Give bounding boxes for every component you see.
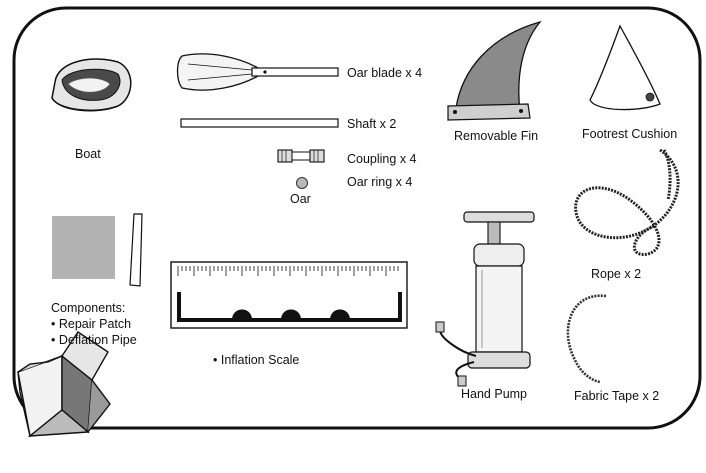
components-item-repair-patch: • Repair Patch bbox=[51, 317, 132, 331]
inflation-scale-icon bbox=[170, 261, 408, 329]
oar-ring-icon bbox=[296, 177, 308, 189]
footrest-cushion-icon bbox=[589, 24, 661, 111]
footrest-cushion-label: Footrest Cushion bbox=[582, 127, 678, 141]
boat-icon bbox=[51, 58, 132, 112]
oar-label: Oar bbox=[290, 192, 311, 206]
removable-fin-label: Removable Fin bbox=[454, 129, 539, 143]
shaft-label: Shaft x 2 bbox=[347, 117, 397, 131]
components-title: Components: bbox=[51, 301, 126, 315]
open-box-icon bbox=[17, 331, 111, 438]
fin-icon bbox=[447, 20, 542, 121]
oar-blade-label: Oar blade x 4 bbox=[347, 66, 423, 80]
components-item-deflation-pipe: • Deflation Pipe bbox=[51, 333, 137, 347]
rope-label: Rope x 2 bbox=[591, 267, 642, 281]
rope-icon bbox=[574, 148, 680, 256]
oar-blade-icon bbox=[176, 53, 339, 91]
oar-ring-label: Oar ring x 4 bbox=[347, 175, 413, 189]
coupling-label: Coupling x 4 bbox=[347, 152, 417, 166]
shaft-icon bbox=[180, 118, 339, 128]
repair-patch-icon bbox=[52, 216, 115, 279]
inflation-scale-label: • Inflation Scale bbox=[213, 353, 300, 367]
hand-pump-label: Hand Pump bbox=[461, 387, 528, 401]
hand-pump-icon bbox=[435, 211, 535, 387]
coupling-icon bbox=[277, 149, 325, 163]
frame-border bbox=[12, 6, 702, 430]
fabric-tape-icon bbox=[566, 294, 607, 384]
deflation-pipe-icon bbox=[129, 213, 143, 287]
boat-label: Boat bbox=[75, 147, 101, 161]
fabric-tape-label: Fabric Tape x 2 bbox=[574, 389, 660, 403]
components-list: Components: • Repair Patch • Deflation P… bbox=[51, 300, 137, 348]
